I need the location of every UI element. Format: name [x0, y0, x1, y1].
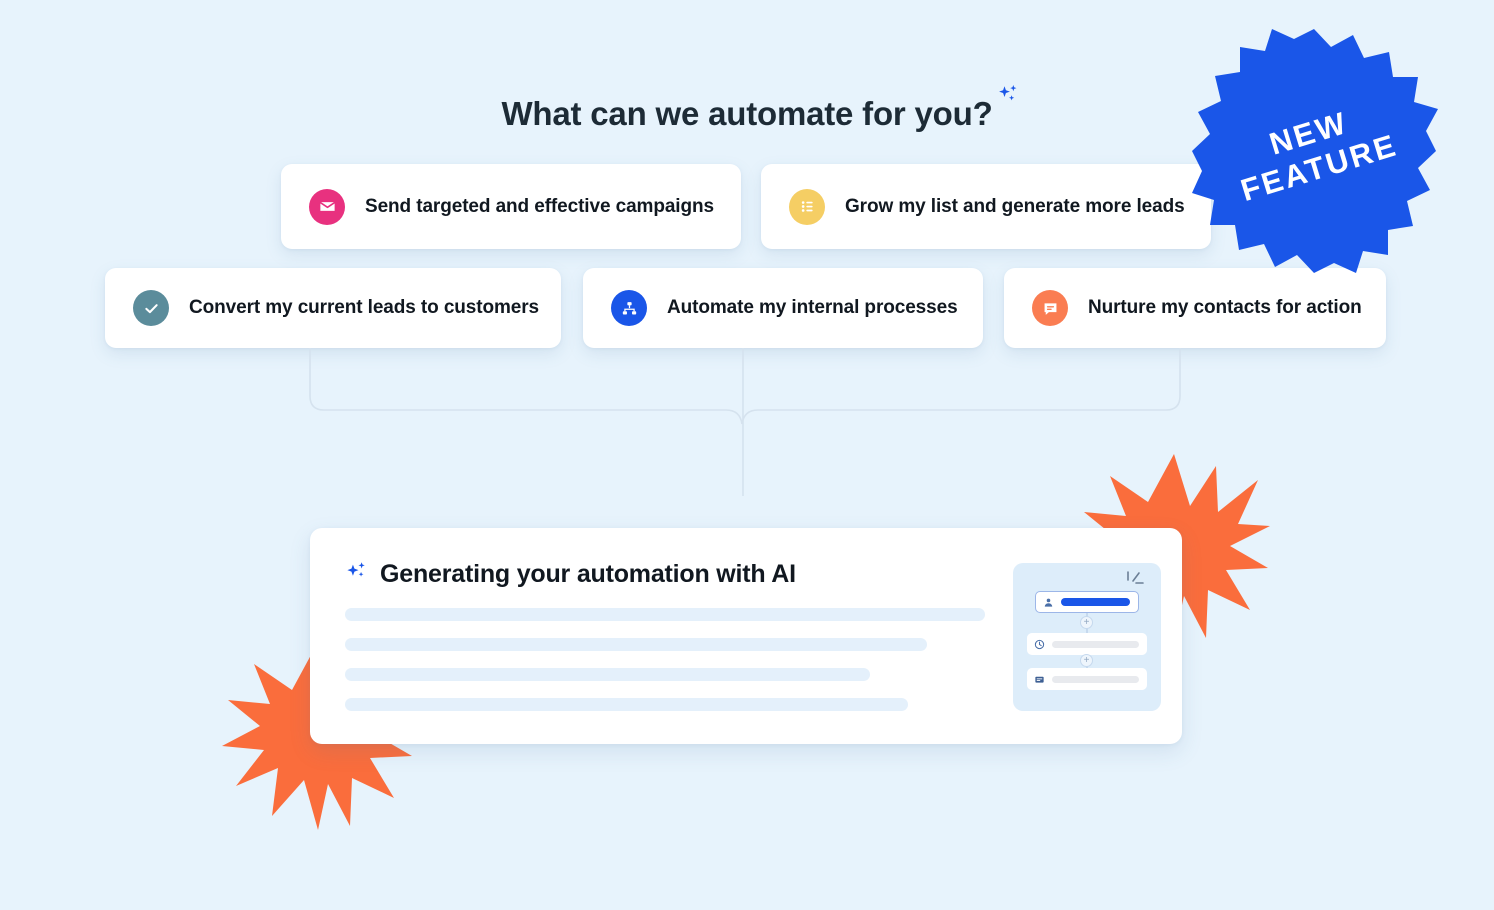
- envelope-icon: [309, 188, 345, 225]
- add-step-button[interactable]: +: [1080, 654, 1093, 667]
- option-card-label: Convert my current leads to customers: [189, 297, 540, 318]
- sparkles-icon: [995, 76, 1021, 102]
- option-card-label: Nurture my contacts for action: [1088, 297, 1362, 318]
- person-icon: [1042, 596, 1055, 609]
- skeleton-bar: [345, 608, 985, 621]
- sparkles-icon: [345, 560, 369, 589]
- skeleton-bar: [345, 638, 928, 651]
- skeleton-bar: [345, 698, 909, 711]
- branching-connector: [309, 348, 1181, 496]
- clock-icon: [1033, 638, 1046, 651]
- chat-bubble-icon: [1032, 290, 1068, 326]
- inbox-icon: [1033, 673, 1046, 686]
- option-card-grow-list[interactable]: Grow my list and generate more leads: [761, 164, 1211, 249]
- option-card-convert-leads[interactable]: Convert my current leads to customers: [105, 268, 561, 348]
- ai-generation-panel: Generating your automation with AI: [310, 528, 1182, 744]
- flow-node-delay[interactable]: [1027, 633, 1147, 655]
- ai-panel-heading-text: Generating your automation with AI: [380, 560, 796, 588]
- skeleton-loader-list: [345, 608, 985, 728]
- add-step-button[interactable]: +: [1080, 616, 1093, 629]
- sitemap-icon: [611, 290, 647, 326]
- check-circle-icon: [133, 290, 169, 326]
- option-card-label: Send targeted and effective campaigns: [365, 195, 714, 217]
- list-icon: [789, 188, 825, 225]
- option-card-label: Automate my internal processes: [667, 297, 958, 318]
- ai-panel-heading: Generating your automation with AI: [345, 560, 796, 589]
- flow-node-bar: [1052, 640, 1139, 648]
- flow-node-bar: [1061, 598, 1130, 606]
- new-feature-badge: NEW FEATURE: [1190, 27, 1438, 275]
- option-card-label: Grow my list and generate more leads: [845, 195, 1185, 217]
- page-title-text: What can we automate for you?: [501, 95, 993, 132]
- flow-node-bar: [1052, 675, 1139, 683]
- page-title: What can we automate for you?: [501, 85, 1016, 136]
- flow-node-trigger[interactable]: [1035, 591, 1139, 613]
- sparkle-lines-icon: [1127, 571, 1144, 584]
- option-card-nurture-contacts[interactable]: Nurture my contacts for action: [1004, 268, 1386, 348]
- automation-flow-preview: + +: [1013, 563, 1161, 711]
- option-card-internal-processes[interactable]: Automate my internal processes: [583, 268, 983, 348]
- option-card-send-campaigns[interactable]: Send targeted and effective campaigns: [281, 164, 741, 249]
- starburst-shape: [1192, 29, 1438, 273]
- skeleton-bar: [345, 668, 870, 681]
- flow-node-email[interactable]: [1027, 668, 1147, 690]
